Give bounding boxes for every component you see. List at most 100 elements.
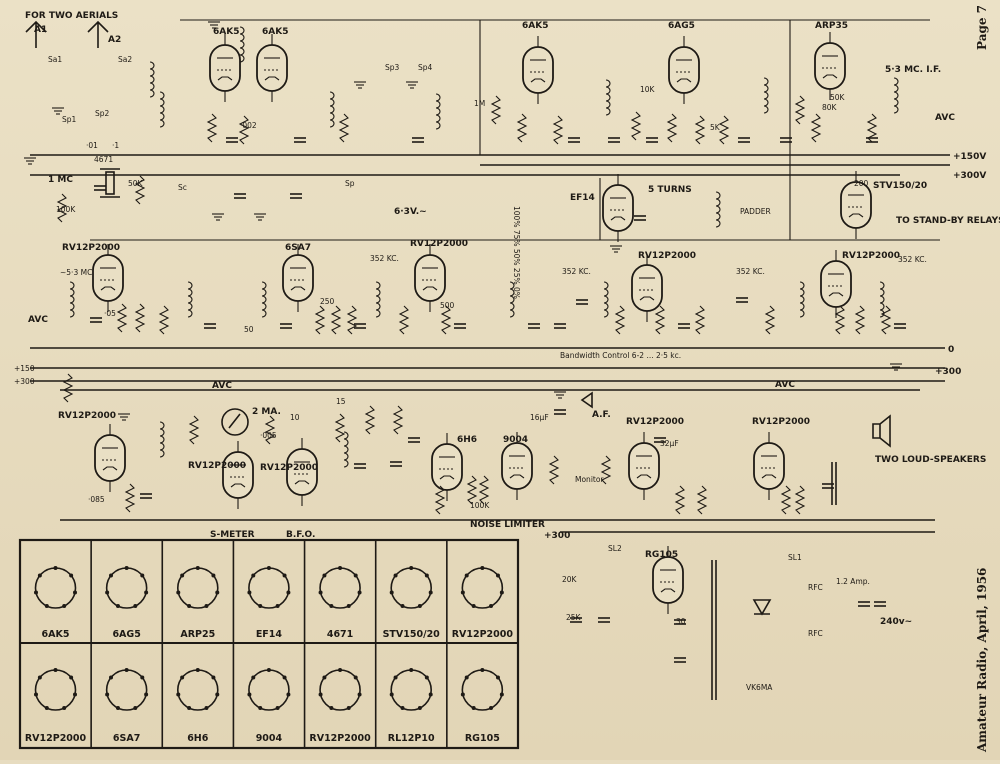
tube-label-v15: RV12P2000 [260, 463, 318, 473]
side-caption: Amateur Radio, April, 1956 [975, 568, 989, 753]
switch-label-sp1: Sp1 [62, 115, 77, 124]
capacitor-icon [634, 215, 646, 221]
tube-label-v2: 6AK5 [262, 27, 288, 37]
vacuum-tube-icon [414, 244, 446, 312]
capacitor-icon [354, 463, 366, 469]
socket-pin [471, 604, 476, 609]
tube-cathode [828, 292, 844, 297]
component-value-label: 80K [822, 103, 838, 112]
resistor-icon [614, 305, 626, 335]
socket-pin [44, 706, 49, 711]
socket-pin [258, 706, 263, 711]
coil-icon [329, 91, 335, 128]
socket-pin [389, 692, 394, 697]
component-value-label: 10K [640, 85, 656, 94]
pinout-tube-label: STV150/20 [383, 629, 441, 640]
socket-pin [215, 590, 220, 595]
vacuum-tube-icon [222, 441, 254, 509]
ground-icon [52, 107, 64, 115]
component-value-label: ·01 [86, 141, 98, 150]
socket-pin [499, 692, 504, 697]
tube-cathode [100, 286, 116, 291]
resistor-icon [764, 305, 776, 335]
socket-pin [62, 706, 67, 711]
resistor-icon [794, 95, 806, 125]
pinout-tube-label: RV12P2000 [309, 733, 371, 744]
socket-pin [44, 604, 49, 609]
component-value-label: 250 [320, 297, 335, 306]
tube-pinout-socket [460, 668, 504, 711]
pinout-tube-label: 6SA7 [113, 733, 140, 744]
socket-pin [140, 573, 145, 578]
socket-pin [322, 573, 327, 578]
socket-pin [133, 604, 138, 609]
tube-label-v14: RV12P2000 [188, 461, 246, 471]
power-transformer [711, 560, 717, 700]
kc-label-4: 352 KC. [898, 255, 927, 264]
heater-label: 6·3V.~ [394, 207, 427, 217]
ground-icon [406, 81, 418, 89]
resistor-icon [552, 115, 564, 145]
ground-icon [208, 21, 220, 29]
socket-pin [34, 692, 39, 697]
socket-pin [480, 668, 485, 672]
tube-cathode [217, 76, 233, 81]
padder-label: PADDER [740, 207, 771, 216]
resistor-icon [600, 455, 612, 485]
socket-circle [34, 567, 77, 609]
resistor-icon [364, 405, 376, 435]
socket-pin [329, 706, 334, 711]
capacitor-icon [780, 137, 792, 143]
resistor-icon [694, 305, 706, 335]
capacitor-icon [226, 137, 238, 143]
monitor-label: Monitor [575, 475, 604, 484]
tube-envelope [602, 184, 634, 232]
resistor-icon [854, 305, 866, 335]
socket-pin [258, 604, 263, 609]
socket-pin [282, 573, 287, 578]
tube-envelope [814, 42, 846, 90]
socket-pin [187, 706, 192, 711]
vacuum-tube-icon [522, 36, 554, 104]
socket-circle [390, 567, 433, 609]
resistor-icon [116, 303, 128, 333]
kc-label-1: 352 KC. [370, 254, 399, 263]
pinout-tube-label: ARP25 [180, 629, 215, 640]
capacitor-icon [570, 617, 582, 623]
tube-envelope [431, 443, 463, 491]
capacitor-icon [454, 323, 466, 329]
resistors-layer [56, 95, 892, 515]
socket-circle [105, 669, 148, 711]
resistor-icon [718, 115, 730, 145]
socket-pin [133, 706, 138, 711]
ground-icon [24, 157, 36, 165]
socket-circle [390, 669, 433, 711]
tube-label-v18: RV12P2000 [626, 417, 684, 427]
tube-label-v13: RV12P2000 [58, 411, 116, 421]
socket-pin [251, 573, 256, 578]
avc-label-right: AVC [775, 380, 795, 390]
component-value-label: 200 [854, 179, 869, 188]
socket-pin [318, 590, 323, 595]
tube-envelope [652, 556, 684, 604]
component-value-label: 100K [56, 205, 76, 214]
component-value-label: 32μF [660, 439, 679, 448]
tube-pinout-socket [105, 566, 149, 609]
socket-pin [499, 590, 504, 595]
pinout-tube-label: 6H6 [187, 733, 209, 744]
resistor-icon [134, 175, 146, 205]
bfo-label: B.F.O. [286, 530, 315, 540]
socket-pin [286, 692, 291, 697]
tube-envelope [282, 254, 314, 302]
socket-pin [72, 692, 77, 697]
socket-pin [346, 604, 351, 609]
tube-envelope [820, 260, 852, 308]
socket-pin [109, 573, 114, 578]
dial-label: 100% 75% 50% 25% 0% [512, 206, 521, 299]
coil-icon [879, 281, 885, 318]
rail-label-300: +300 [14, 377, 35, 386]
resistor-icon [440, 305, 452, 335]
